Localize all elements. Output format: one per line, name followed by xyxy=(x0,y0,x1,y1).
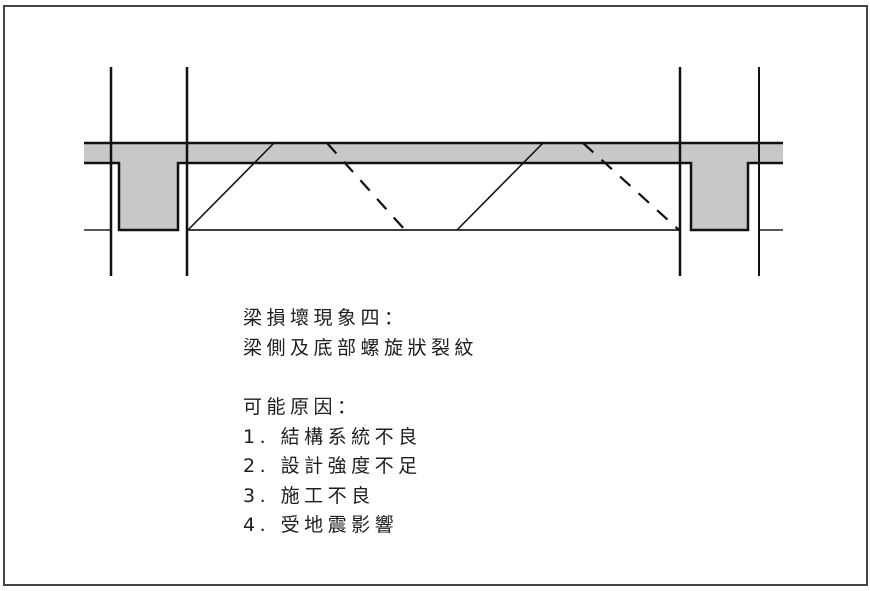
spacer xyxy=(243,363,478,393)
slab xyxy=(84,143,783,163)
cause-item-4: 4. 受地震影響 xyxy=(243,514,399,536)
caption-block: 梁損壞現象四： 梁側及底部螺旋狀裂紋 可能原因： 1. 結構系統不良 2. 設計… xyxy=(243,304,478,541)
figure-frame xyxy=(3,5,868,586)
cause-item-1: 1. 結構系統不良 xyxy=(243,425,422,448)
slab-fill xyxy=(84,143,783,163)
damage-title: 梁損壞現象四： xyxy=(243,307,408,329)
left-beam-section xyxy=(111,161,187,232)
solid-crack-1 xyxy=(187,142,275,231)
dashed-crack-1 xyxy=(326,142,406,231)
cause-item-3: 3. 施工不良 xyxy=(243,484,375,507)
cause-item-2: 2. 設計強度不足 xyxy=(243,455,422,477)
solid-crack-2 xyxy=(456,142,544,231)
causes-heading: 可能原因： xyxy=(243,396,361,418)
right-beam-section xyxy=(680,161,759,232)
dashed-crack-2 xyxy=(582,142,680,231)
damage-description: 梁側及底部螺旋狀裂紋 xyxy=(243,336,479,359)
